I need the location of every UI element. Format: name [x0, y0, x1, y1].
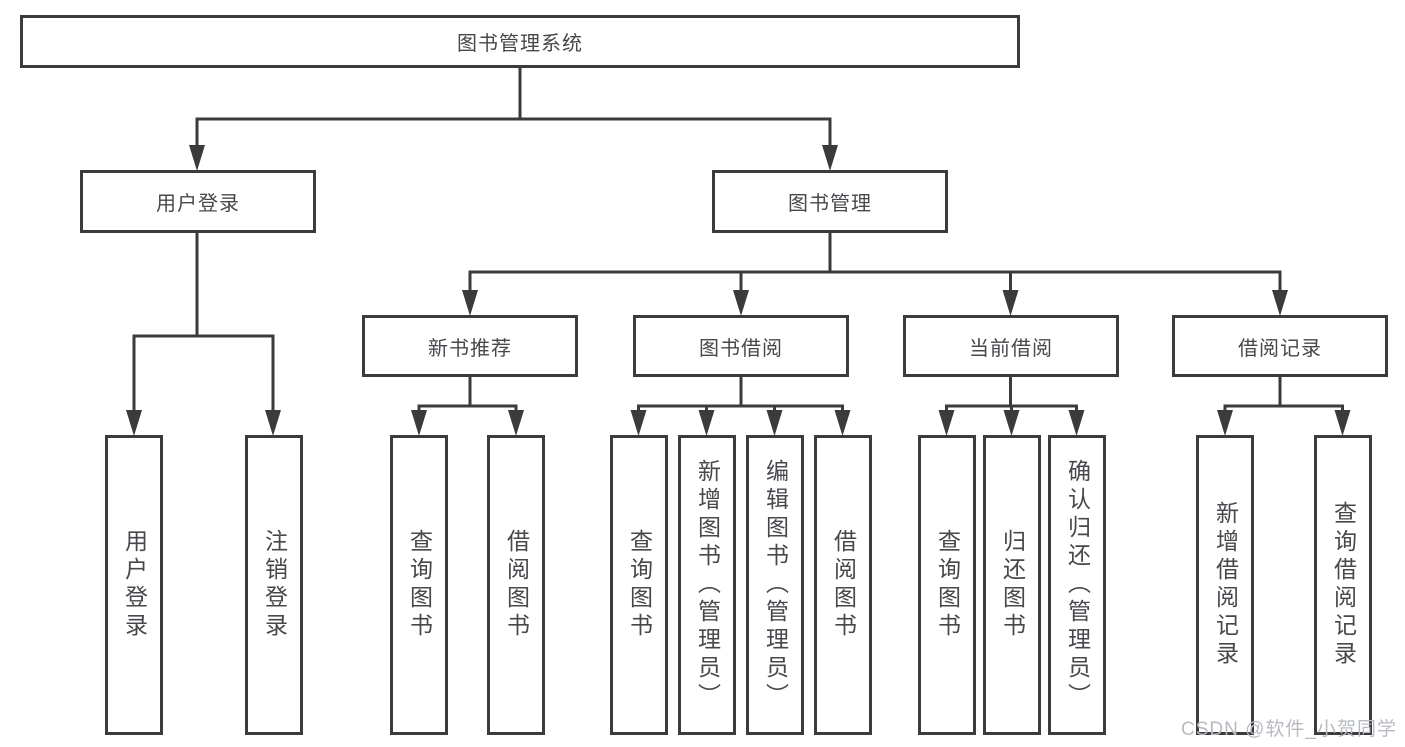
leaf-label: 借阅图书 — [503, 529, 530, 641]
leaf-label: 查询借阅记录 — [1330, 501, 1357, 669]
leaf-borrow-books-recommend: 借阅图书 — [487, 435, 545, 735]
node-label: 当前借阅 — [969, 337, 1053, 360]
leaf-label: 注销登录 — [261, 529, 288, 641]
leaf-user-login: 用户登录 — [105, 435, 163, 735]
leaf-logout-login: 注销登录 — [245, 435, 303, 735]
csdn-watermark: CSDN @软件_小贺同学 — [1181, 719, 1397, 740]
leaf-label: 新增图书（管理员） — [694, 459, 721, 711]
node-current-borrowing: 当前借阅 — [903, 315, 1119, 377]
node-library-management-system: 图书管理系统 — [20, 15, 1020, 68]
leaf-label: 编辑图书（管理员） — [762, 459, 789, 711]
leaf-query-books-current: 查询图书 — [918, 435, 976, 735]
leaf-label: 用户登录 — [121, 529, 148, 641]
node-user-login: 用户登录 — [80, 170, 316, 233]
node-label: 图书借阅 — [699, 337, 783, 360]
leaf-return-books: 归还图书 — [983, 435, 1041, 735]
leaf-query-books-borrowing: 查询图书 — [610, 435, 668, 735]
leaf-label: 查询图书 — [934, 529, 961, 641]
node-label: 新书推荐 — [428, 337, 512, 360]
node-book-management: 图书管理 — [712, 170, 948, 233]
leaf-add-borrow-record: 新增借阅记录 — [1196, 435, 1254, 735]
leaf-label: 归还图书 — [999, 529, 1026, 641]
node-label: 图书管理系统 — [457, 33, 583, 55]
leaf-label: 查询图书 — [406, 529, 433, 641]
leaf-borrow-books-borrowing: 借阅图书 — [814, 435, 872, 735]
leaf-query-books-recommend: 查询图书 — [390, 435, 448, 735]
node-label: 图书管理 — [788, 193, 872, 215]
leaf-confirm-return-admin: 确认归还（管理员） — [1048, 435, 1106, 735]
leaf-label: 查询图书 — [626, 529, 653, 641]
node-book-borrowing: 图书借阅 — [633, 315, 849, 377]
leaf-query-borrow-record: 查询借阅记录 — [1314, 435, 1372, 735]
node-label: 借阅记录 — [1238, 337, 1322, 360]
leaf-label: 借阅图书 — [830, 529, 857, 641]
leaf-label: 确认归还（管理员） — [1064, 459, 1091, 711]
node-new-book-recommend: 新书推荐 — [362, 315, 578, 377]
node-borrowing-records: 借阅记录 — [1172, 315, 1388, 377]
leaf-add-books-admin: 新增图书（管理员） — [678, 435, 736, 735]
node-label: 用户登录 — [156, 193, 240, 215]
leaf-label: 新增借阅记录 — [1212, 501, 1239, 669]
leaf-edit-books-admin: 编辑图书（管理员） — [746, 435, 804, 735]
